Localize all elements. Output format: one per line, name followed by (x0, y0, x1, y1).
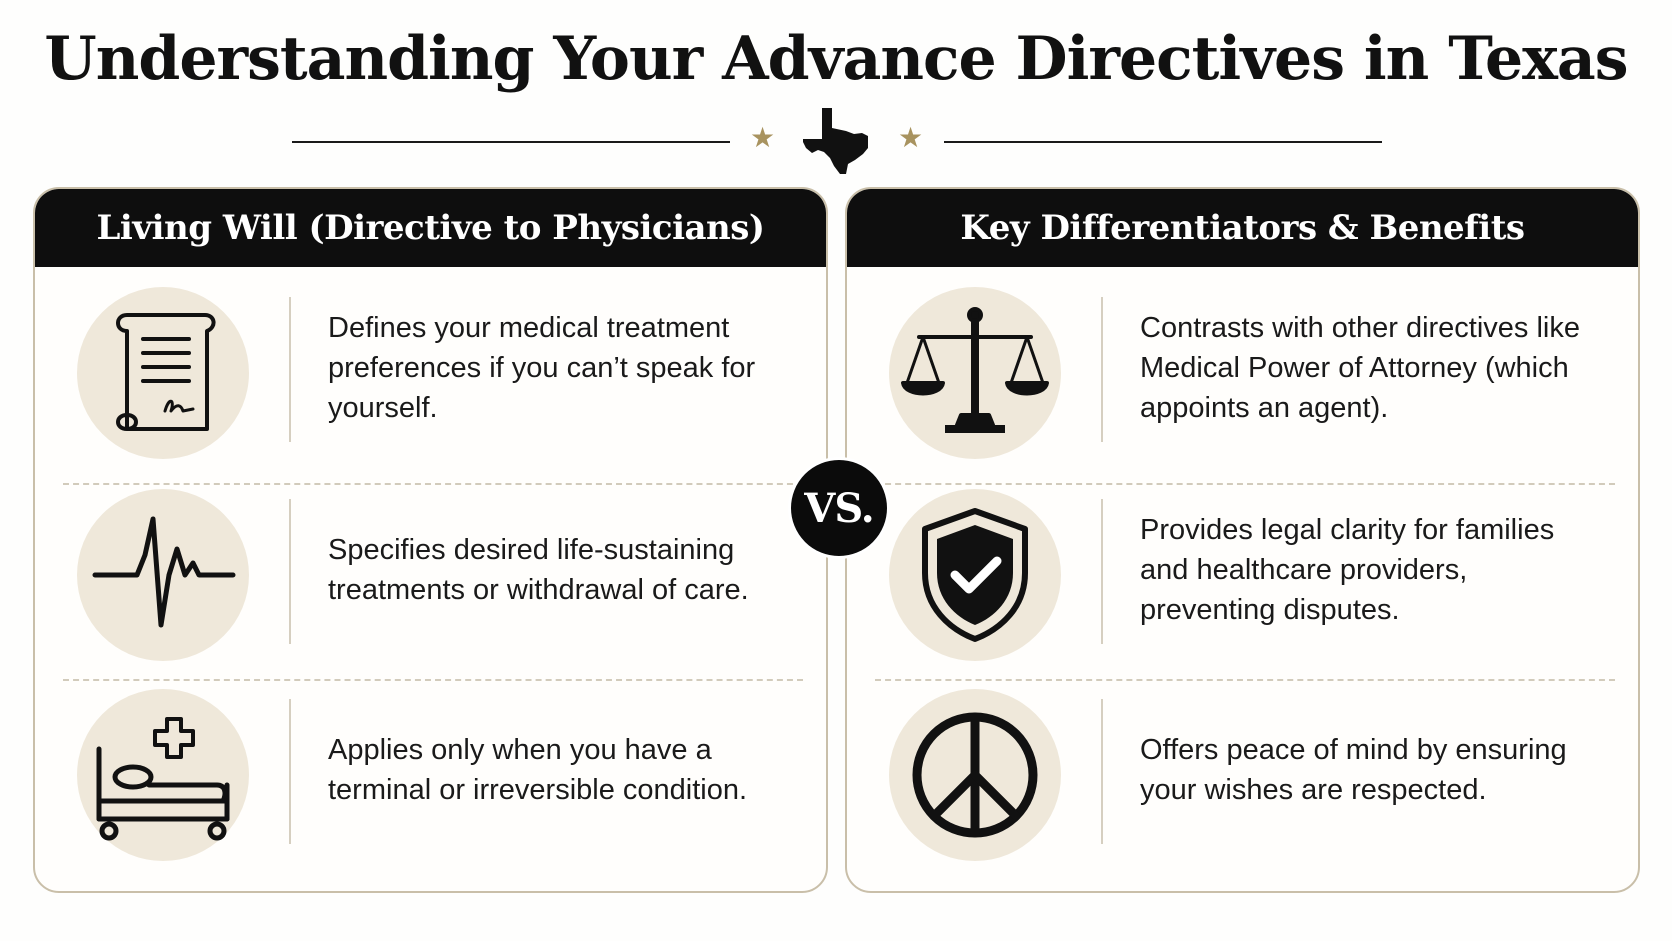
shield-check-icon (922, 508, 1028, 642)
row-text: Applies only when you have a terminal or… (328, 734, 748, 806)
row-separator (289, 499, 291, 644)
row-divider (875, 679, 1615, 681)
row-separator (1101, 499, 1103, 644)
benefits-panel: Key Differentiators & Benefits Contrasts… (845, 187, 1640, 893)
peace-sign-icon (912, 712, 1038, 838)
benefits-header: Key Differentiators & Benefits (847, 189, 1638, 267)
row-separator (289, 699, 291, 844)
list-item: Defines your medical treatment preferenc… (35, 267, 826, 469)
vs-badge: VS. (788, 457, 890, 559)
row-text: Defines your medical treatment preferenc… (328, 312, 756, 424)
list-item: Provides legal clarity for families and … (847, 469, 1638, 671)
icon-circle (77, 689, 249, 861)
living-will-header: Living Will (Directive to Physicians) (35, 189, 826, 267)
list-item: Contrasts with other directives like Med… (847, 267, 1638, 469)
icon-circle (77, 489, 249, 661)
star-icon-right: ★ (898, 122, 924, 153)
row-text: Provides legal clarity for families and … (1140, 514, 1555, 626)
icon-circle (889, 287, 1061, 459)
divider-line-left (292, 141, 730, 143)
list-item: Applies only when you have a terminal or… (35, 669, 826, 871)
star-icon-left: ★ (750, 122, 776, 153)
row-divider (63, 483, 803, 485)
page-title: Understanding Your Advance Directives in… (44, 24, 1628, 94)
hospital-bed-icon (96, 717, 230, 841)
icon-circle (77, 287, 249, 459)
scroll-document-icon (116, 313, 216, 431)
heartbeat-icon (92, 516, 236, 628)
texas-state-icon (803, 108, 868, 174)
scales-of-justice-icon (901, 307, 1049, 433)
divider-line-right (944, 141, 1382, 143)
row-separator (289, 297, 291, 442)
row-separator (1101, 297, 1103, 442)
icon-circle (889, 689, 1061, 861)
living-will-panel: Living Will (Directive to Physicians) De… (33, 187, 828, 893)
row-text: Offers peace of mind by ensuring your wi… (1140, 734, 1567, 806)
row-divider (875, 483, 1615, 485)
row-text: Specifies desired life-sustaining treatm… (328, 534, 749, 606)
row-divider (63, 679, 803, 681)
list-item: Offers peace of mind by ensuring your wi… (847, 669, 1638, 871)
row-separator (1101, 699, 1103, 844)
row-text: Contrasts with other directives like Med… (1140, 312, 1580, 424)
list-item: Specifies desired life-sustaining treatm… (35, 469, 826, 671)
icon-circle (889, 489, 1061, 661)
